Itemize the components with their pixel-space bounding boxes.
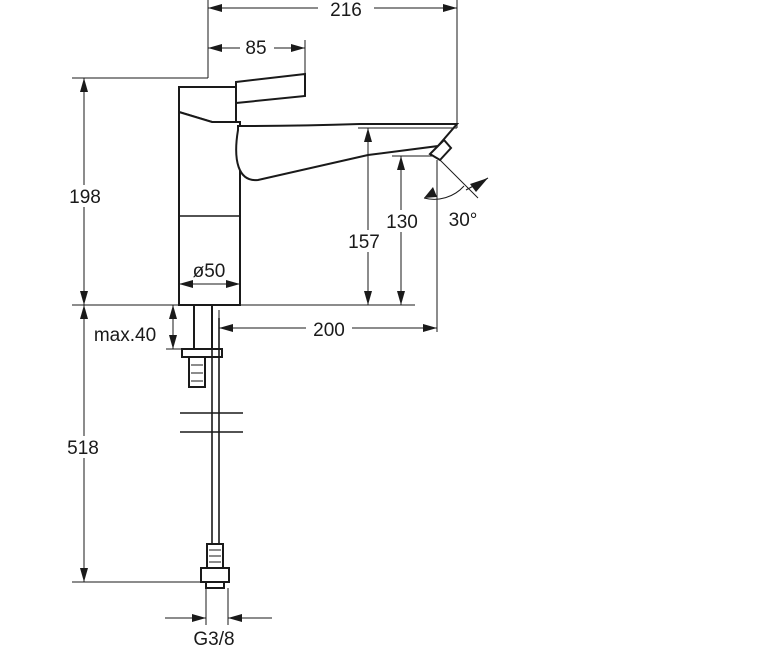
- dimension-deck: max.40: [84, 305, 194, 350]
- dimension-130: 130: [382, 155, 432, 305]
- dimension-198: 198: [62, 77, 415, 306]
- dim-216-label: 216: [330, 0, 362, 21]
- dimension-spray-angle: 30°: [423, 159, 489, 332]
- dim-max40-label: max.40: [94, 325, 156, 346]
- dim-518-label: 518: [67, 438, 99, 459]
- dim-198-label: 198: [69, 187, 101, 208]
- dim-130-label: 130: [386, 212, 418, 233]
- dim-g38-label: G3/8: [193, 629, 234, 650]
- dimension-diameter: ø50: [179, 261, 240, 288]
- dim-30deg-label: 30°: [449, 210, 478, 231]
- mounting-assembly: [180, 304, 243, 589]
- dim-d50-label: ø50: [193, 261, 226, 282]
- dimension-157: 157: [340, 127, 457, 305]
- dimension-85: 85: [208, 38, 306, 74]
- dimension-216: 216: [207, 0, 458, 128]
- dimension-200: 200: [218, 310, 437, 341]
- dimension-518: 518: [62, 305, 207, 583]
- dim-157-label: 157: [348, 232, 380, 253]
- dim-85-label: 85: [245, 38, 266, 59]
- faucet-body: [178, 72, 460, 306]
- dim-200-label: 200: [313, 320, 345, 341]
- dimension-thread: G3/8: [165, 588, 272, 650]
